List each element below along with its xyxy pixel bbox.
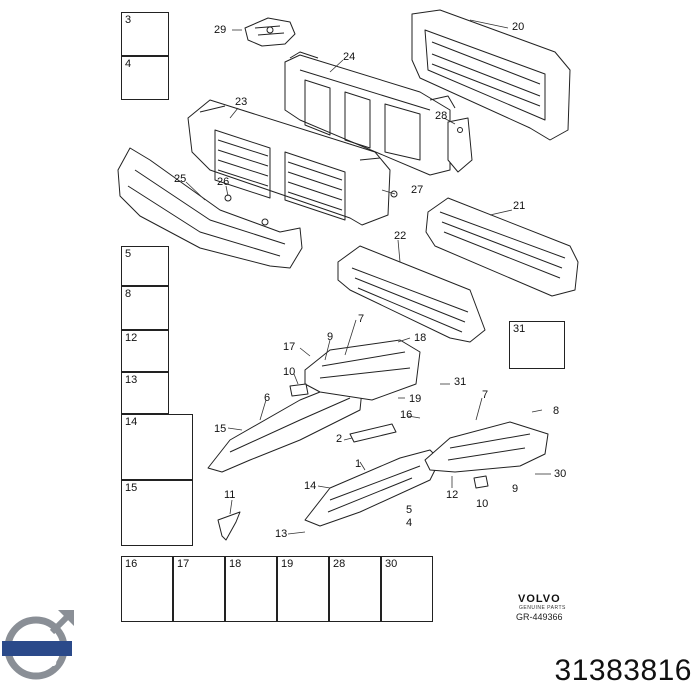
callout-10b: 10: [476, 498, 489, 510]
part-24-frame: [284, 51, 456, 176]
part-7-shield: [424, 421, 549, 473]
callout-11: 11: [224, 489, 236, 501]
box-14: 14: [121, 414, 193, 480]
callout-18: 18: [414, 332, 427, 344]
box-15-number: 15: [125, 482, 138, 494]
volvo-logo: [2, 610, 74, 680]
part-10-clip: [289, 383, 489, 489]
box-3: 3: [121, 12, 169, 56]
part-23-frame: [187, 99, 391, 226]
callout-31: 31: [454, 376, 467, 388]
callout-17: 17: [283, 341, 296, 353]
part-6-shield: [207, 383, 363, 473]
box-30: 30: [381, 556, 433, 622]
part-11-bracket: [217, 511, 241, 541]
box-14-number: 14: [125, 416, 138, 428]
callout-1: 1: [355, 458, 362, 470]
part-20-shroud: [411, 9, 571, 141]
box-17-number: 17: [177, 558, 190, 570]
box-5: 5: [121, 246, 169, 286]
callout-27: 27: [411, 184, 424, 196]
box-8: 8: [121, 286, 169, 330]
box-12-number: 12: [125, 332, 138, 344]
callout-22: 22: [394, 230, 407, 242]
callout-16: 16: [400, 409, 413, 421]
box-28-number: 28: [333, 558, 346, 570]
box-15: 15: [121, 480, 193, 546]
box-8-number: 8: [125, 288, 132, 300]
callout-8: 8: [553, 405, 560, 417]
box-31-number: 31: [513, 323, 526, 335]
callout-9a: 9: [327, 331, 334, 343]
box-18: 18: [225, 556, 277, 622]
box-30-number: 30: [385, 558, 398, 570]
callout-28: 28: [435, 110, 448, 122]
box-12: 12: [121, 330, 169, 372]
box-28: 28: [329, 556, 381, 622]
leader-lines: [185, 19, 551, 535]
callout-26: 26: [217, 176, 230, 188]
box-19: 19: [277, 556, 329, 622]
part-2-clip: [349, 423, 397, 443]
callout-2: 2: [336, 433, 343, 445]
callout-10a: 10: [283, 366, 296, 378]
brand-sub-label: GENUINE PARTS: [519, 605, 566, 611]
part-number: 31383816: [554, 654, 692, 687]
callout-6: 6: [264, 392, 271, 404]
part-1-shield: [304, 449, 441, 527]
callout-12: 12: [446, 489, 459, 501]
part-9-shield: [304, 339, 421, 401]
callout-25: 25: [174, 173, 187, 185]
part-29-bracket: [244, 17, 296, 47]
box-19-number: 19: [281, 558, 294, 570]
box-5-number: 5: [125, 248, 132, 260]
callout-29: 29: [214, 24, 227, 36]
callout-13: 13: [275, 528, 288, 540]
callout-30: 30: [554, 468, 567, 480]
part-28-bracket: [447, 117, 473, 173]
callout-19: 19: [409, 393, 422, 405]
logo-text: VOLVO: [18, 658, 58, 669]
box-16: 16: [121, 556, 173, 622]
callout-14: 14: [304, 480, 317, 492]
callout-20: 20: [512, 21, 525, 33]
callout-4: 4: [406, 517, 413, 529]
box-31: 31: [509, 321, 565, 369]
box-13: 13: [121, 372, 169, 414]
callout-21: 21: [513, 200, 526, 212]
box-3-number: 3: [125, 14, 132, 26]
box-4-number: 4: [125, 58, 132, 70]
callout-9b: 9: [512, 483, 519, 495]
box-16-number: 16: [125, 558, 138, 570]
callout-7a: 7: [358, 313, 365, 325]
brand-small-label: VOLVO: [518, 593, 561, 605]
box-18-number: 18: [229, 558, 242, 570]
callout-7b: 7: [482, 389, 489, 401]
callout-15: 15: [214, 423, 227, 435]
part-21-panel: [425, 197, 579, 297]
box-17: 17: [173, 556, 225, 622]
reference-code: GR-449366: [516, 612, 563, 622]
callout-23: 23: [235, 96, 248, 108]
box-4: 4: [121, 56, 169, 100]
box-13-number: 13: [125, 374, 138, 386]
callout-24: 24: [343, 51, 356, 63]
part-22-panel: [337, 245, 486, 343]
callout-5: 5: [406, 504, 413, 516]
part-25-bumper: [117, 147, 303, 269]
